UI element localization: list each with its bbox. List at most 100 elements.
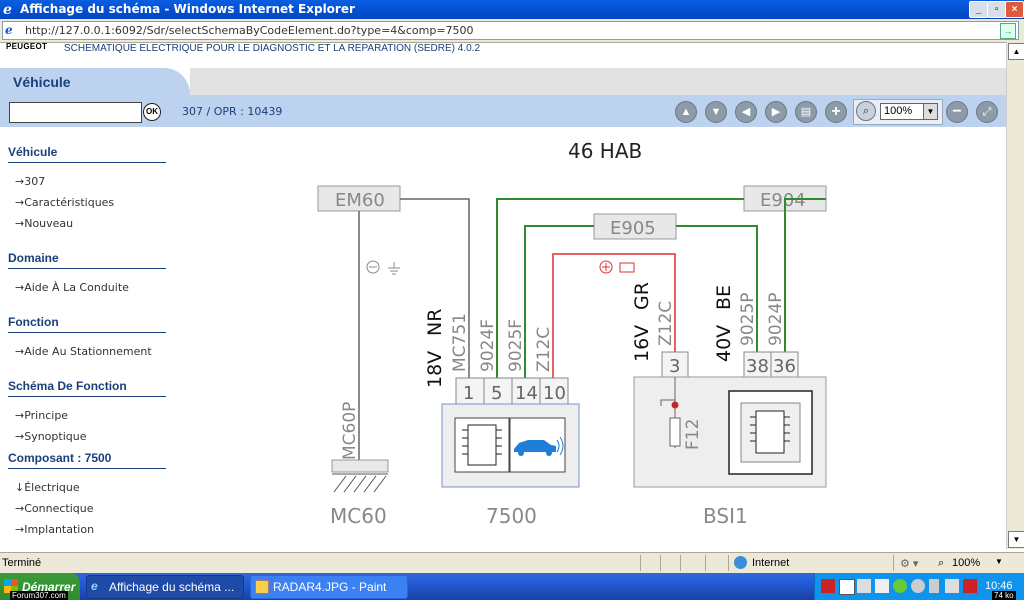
status-zoom[interactable]: 100% <box>952 557 981 569</box>
sidebar-item-caracteristiques[interactable]: →Caractéristiques <box>15 196 115 209</box>
system-tray <box>814 573 1024 600</box>
sidebar-item-nouveau[interactable]: →Nouveau <box>15 217 74 230</box>
box-e905 <box>593 213 677 240</box>
go-icon[interactable]: → <box>1000 23 1016 39</box>
magnifier-icon[interactable]: ⌕ <box>856 101 876 121</box>
wire-9025f <box>524 225 594 378</box>
page-icon: e <box>5 23 13 37</box>
sidebar-item-307[interactable]: →307 <box>15 175 46 188</box>
status-bar: Terminé Internet ⚙ ▾ ⌕ 100% ▼ <box>0 552 1024 573</box>
wire-label-9025f: 9025F <box>506 319 526 372</box>
wiring-schematic: 46 HAB EM60 E904 E905 MC751 9024F 9025F … <box>317 139 827 528</box>
minimize-button[interactable]: _ <box>969 1 988 18</box>
scroll-down-icon[interactable]: ▼ <box>1008 531 1024 548</box>
sidebar-item-aide-stationnement[interactable]: →Aide Au Stationnement <box>15 345 152 358</box>
wire-label-9025p: 9025P <box>738 292 758 346</box>
box-em60 <box>317 185 401 212</box>
schematic-title: 46 HAB <box>568 139 642 163</box>
tray-alert-icon[interactable] <box>821 579 835 593</box>
zoom-value: 100% <box>884 105 913 117</box>
ok-button[interactable]: OK <box>143 103 161 121</box>
taskbar-item-paint[interactable]: RADAR4.JPG - Paint <box>250 575 408 599</box>
search-input[interactable] <box>9 102 142 123</box>
file-size-label: 74 ko <box>992 591 1016 600</box>
sidebar-item-principe[interactable]: →Principe <box>15 409 69 422</box>
pin-3: 3 <box>669 356 680 377</box>
tray-security-icon[interactable] <box>945 579 959 593</box>
status-text: Terminé <box>2 557 42 569</box>
fit-screen-icon[interactable]: ⤢ <box>976 101 998 123</box>
tray-disc-icon[interactable] <box>911 579 925 593</box>
chevron-down-icon[interactable]: ▼ <box>995 557 1003 566</box>
sidebar-heading-schema: Schéma De Fonction <box>8 379 127 393</box>
divider <box>8 332 166 333</box>
arrow-up-icon[interactable]: ▲ <box>675 101 697 123</box>
wire-9025p <box>676 225 758 352</box>
taskbar-item-ie[interactable]: e Affichage du schéma ... <box>86 575 244 599</box>
chevron-down-icon: ▼ <box>923 104 937 119</box>
clock[interactable]: 10:46 <box>985 580 1013 592</box>
wire-label-mc60p: MC60P <box>340 402 360 460</box>
divider <box>8 268 166 269</box>
protected-mode-icon[interactable]: ⚙ ▾ <box>900 558 919 570</box>
divider <box>8 396 166 397</box>
tray-device-icon[interactable] <box>857 579 871 593</box>
bsi-chip-icon <box>755 410 785 454</box>
close-button[interactable]: × <box>1005 1 1024 18</box>
zoom-select[interactable]: 100% ▼ <box>880 103 938 120</box>
security-zone: Internet <box>752 557 790 569</box>
sidebar-heading-vehicule: Véhicule <box>8 145 58 159</box>
sidebar-item-implantation[interactable]: →Implantation <box>15 523 95 536</box>
url-field[interactable]: e http://127.0.0.1:6092/Sdr/selectSchema… <box>2 21 1019 40</box>
vertical-scrollbar[interactable]: ▲ ▼ <box>1006 42 1024 549</box>
start-label: Démarrer <box>22 580 76 594</box>
zoom-in-icon[interactable]: + <box>825 101 847 123</box>
sidebar-heading-fonction: Fonction <box>8 315 59 329</box>
print-icon[interactable]: ▤ <box>795 101 817 123</box>
address-bar: e http://127.0.0.1:6092/Sdr/selectSchema… <box>0 19 1024 43</box>
voltage-label-bsi: 40V <box>713 325 735 362</box>
task-label: Affichage du schéma ... <box>109 580 235 594</box>
wire-label-9024p: 9024P <box>766 292 786 346</box>
color-label-z12c: GR <box>631 282 653 310</box>
sidebar-item-aide-conduite[interactable]: →Aide À La Conduite <box>15 281 129 294</box>
wire-label-9024f: 9024F <box>478 319 498 372</box>
zoom-out-icon[interactable]: − <box>946 101 968 123</box>
car-radar-icon <box>514 436 564 456</box>
pin-1: 1 <box>463 383 474 404</box>
tray-app-icon[interactable] <box>893 579 907 593</box>
battery-icon <box>619 262 635 273</box>
label-e904: E904 <box>760 190 806 211</box>
tray-network-icon[interactable] <box>839 579 855 595</box>
pin-36: 36 <box>773 356 796 377</box>
label-e905: E905 <box>610 218 656 239</box>
wire-label-z12c-bsi: Z12C <box>656 301 676 346</box>
status-zoom-icon[interactable]: ⌕ <box>938 557 945 569</box>
junction-dot <box>671 401 679 409</box>
paint-icon <box>255 580 269 594</box>
pin-38: 38 <box>746 356 769 377</box>
arrow-right-icon[interactable]: ▶ <box>765 101 787 123</box>
plus-icon <box>599 260 613 274</box>
component-label-mc60: MC60 <box>330 504 387 528</box>
pin-10: 10 <box>543 383 566 404</box>
brand-logo: PEUGEOT <box>6 42 48 51</box>
tray-monitor-icon[interactable] <box>875 579 889 593</box>
watermark: Forum307.com <box>10 591 68 600</box>
color-label-bsi: BE <box>713 285 735 310</box>
app-title: SCHEMATIQUE ELECTRIQUE POUR LE DIAGNOSTI… <box>64 43 481 54</box>
scroll-up-icon[interactable]: ▲ <box>1008 43 1024 60</box>
arrow-down-icon[interactable]: ▼ <box>705 101 727 123</box>
divider <box>8 162 166 163</box>
tray-shield-icon[interactable] <box>963 579 977 593</box>
fuse-icon <box>669 417 681 447</box>
sidebar-item-synoptique[interactable]: →Synoptique <box>15 430 87 443</box>
sidebar-item-electrique[interactable]: ↓Électrique <box>15 481 80 494</box>
breadcrumb: 307 / OPR : 10439 <box>182 105 283 118</box>
arrow-left-icon[interactable]: ◀ <box>735 101 757 123</box>
sidebar-item-connectique[interactable]: →Connectique <box>15 502 94 515</box>
tab-vehicule[interactable]: Véhicule <box>0 68 190 96</box>
wire-label-mc751: MC751 <box>450 313 470 372</box>
tray-usb-icon[interactable] <box>929 579 939 593</box>
voltage-label-z12c: 16V <box>631 325 653 362</box>
